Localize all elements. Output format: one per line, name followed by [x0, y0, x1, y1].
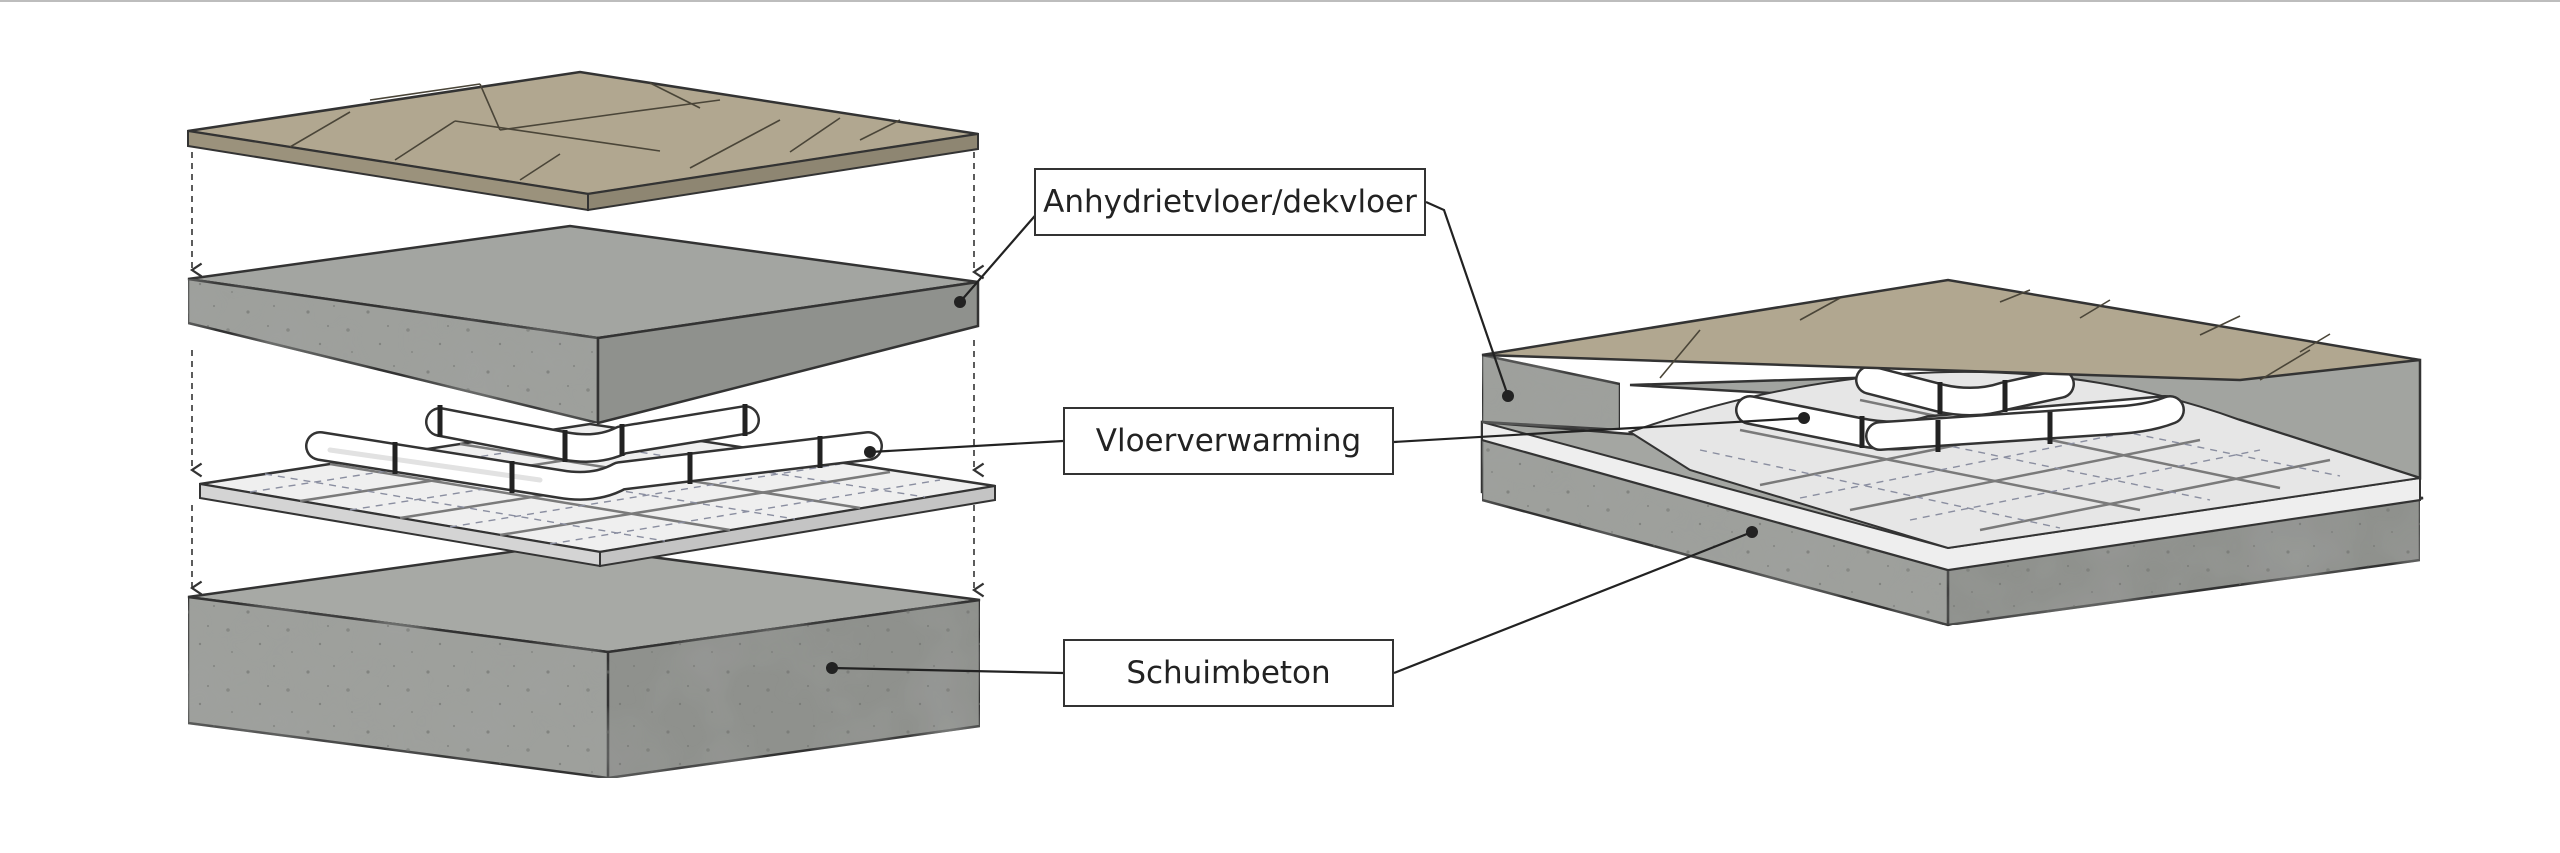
- label-vloerverwarming: Vloerverwarming: [1063, 407, 1394, 475]
- vloerverwarming-board-left: [199, 404, 996, 568]
- assembled-floor-right: [1480, 278, 2424, 627]
- leader-dots: [826, 296, 1810, 674]
- parquet-top-left: [187, 70, 979, 212]
- label-anhydrietvloer-text: Anhydrietvloer/dekvloer: [1043, 184, 1417, 220]
- anhydriet-slab-left: [186, 224, 980, 425]
- exploded-view-arrows: [189, 152, 985, 598]
- top-border-line: [0, 0, 2560, 2]
- label-anhydrietvloer: Anhydrietvloer/dekvloer: [1034, 168, 1426, 236]
- schuimbeton-block-left: [186, 543, 982, 780]
- label-schuimbeton-text: Schuimbeton: [1126, 655, 1331, 691]
- label-vloerverwarming-text: Vloerverwarming: [1095, 423, 1362, 459]
- label-schuimbeton: Schuimbeton: [1063, 639, 1394, 707]
